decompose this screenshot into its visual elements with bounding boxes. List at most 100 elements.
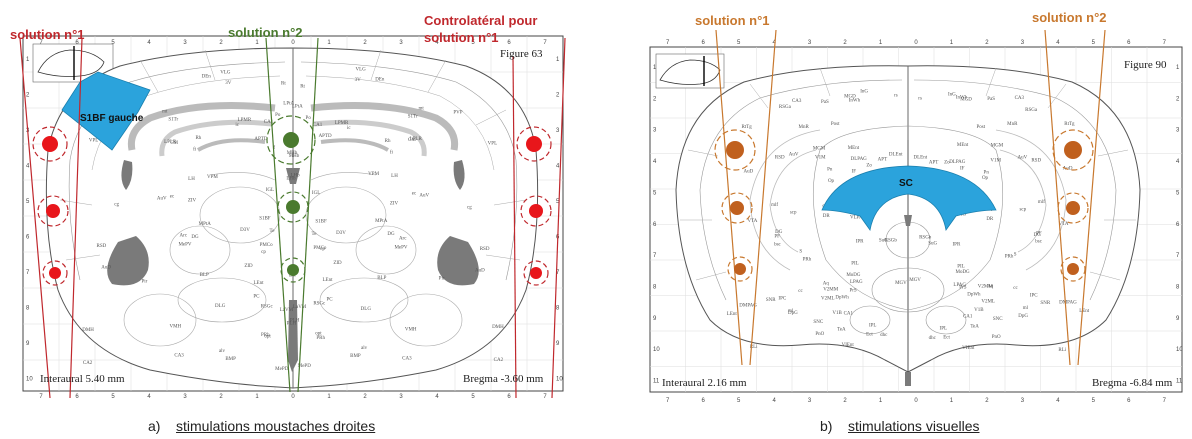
tick-label-left: 9 [26, 341, 30, 347]
atlas-region-label: SNR [1040, 301, 1050, 306]
atlas-region-label: CM [408, 138, 416, 143]
atlas-region-label: DMH [492, 325, 504, 330]
tick-label-bottom: 7 [666, 398, 670, 404]
atlas-region-label: PaS [987, 97, 995, 102]
tick-label-right: 8 [556, 305, 560, 311]
tick-label-top: 7 [39, 40, 43, 46]
atlas-region-label: DG [387, 232, 395, 237]
atlas-region-label: rs [918, 97, 922, 102]
atlas-region-label: IF [960, 167, 965, 172]
tick-label-bottom: 7 [543, 394, 547, 400]
atlas-region-label: S [1014, 253, 1017, 258]
atlas-region-label: PnO [815, 332, 824, 337]
atlas-region-label: DpG [788, 311, 798, 316]
atlas-region-label: VIEnt [962, 346, 975, 351]
atlas-region-label: D3V [240, 228, 250, 233]
tick-label-bottom: 2 [985, 398, 989, 404]
atlas-region-label: Rt [300, 84, 305, 89]
superior-colliculus-region [821, 165, 997, 231]
atlas-region-label: V2ML [981, 300, 995, 305]
solution1-label: solution n°1 [695, 13, 770, 28]
tick-label-left: 5 [26, 199, 30, 205]
atlas-region-label: mt [162, 110, 168, 115]
figure-number: Figure 90 [1124, 59, 1167, 71]
atlas-region-label: DMPAG [1059, 301, 1077, 306]
figure-number: Figure 63 [500, 48, 543, 60]
tick-label-left: 10 [653, 347, 660, 353]
atlas-region-label: VPM [368, 172, 379, 177]
atlas-region-label: LEnt [1079, 309, 1090, 314]
atlas-region-label: TeA [837, 328, 846, 333]
atlas-region-label: LPLR [164, 140, 177, 145]
atlas-region-label: LEnt [727, 312, 738, 317]
atlas-region-label: LPtA [292, 105, 303, 110]
atlas-region-label: Arc [399, 236, 407, 241]
atlas-region-label: MGM [813, 146, 826, 151]
atlas-region-label: ZIV [390, 202, 399, 207]
atlas-region-label: PF [1036, 232, 1042, 237]
tick-label-right: 1 [556, 57, 560, 63]
atlas-region-label: V2ML [821, 297, 835, 302]
tick-label-top: 0 [914, 40, 918, 46]
tick-label-top: 2 [363, 40, 367, 46]
tick-label-top: 3 [183, 40, 187, 46]
atlas-region-label: MePV [394, 246, 407, 251]
tick-label-left: 4 [653, 159, 657, 165]
solution2-label: solution n°2 [1032, 10, 1107, 25]
tick-label-bottom: 5 [737, 398, 741, 404]
atlas-region-label: VPM [207, 175, 218, 180]
atlas-region-label: DpWh [967, 293, 981, 298]
tick-label-left: 9 [653, 316, 657, 322]
atlas-region-label: DEn [375, 77, 385, 82]
atlas-region-label: alv [219, 349, 226, 354]
atlas-region-label: AuD [475, 269, 485, 274]
tick-label-bottom: 1 [327, 394, 331, 400]
tick-label-bottom: 5 [111, 394, 115, 400]
atlas-region-label: ml [788, 309, 794, 314]
atlas-region-label: AuV [789, 153, 799, 158]
atlas-region-label: DLEnt [913, 155, 927, 160]
atlas-region-label: AuV [1018, 156, 1028, 161]
atlas-region-label: IPR [953, 242, 961, 247]
s1bf-label: S1BF gauche [80, 113, 144, 124]
atlas-region-label: dhc [880, 333, 888, 338]
atlas-region-label: PaS [821, 100, 829, 105]
atlas-region-label: 3V [225, 81, 232, 86]
atlas-region-label: Pn [827, 168, 833, 173]
bregma-label: Bregma -3.60 mm [463, 373, 544, 385]
atlas-region-label: IPL [940, 327, 948, 332]
tick-label-bottom: 3 [399, 394, 403, 400]
atlas-region-label: mt [419, 107, 425, 112]
atlas-region-label: opt [264, 334, 271, 339]
atlas-region-label: PRh [261, 333, 270, 338]
atlas-region-label: LHb [286, 177, 296, 182]
atlas-region-label: IGL [312, 191, 320, 196]
bregma-label: Bregma -6.84 mm [1092, 377, 1173, 389]
atlas-region-label: APTD [254, 137, 267, 142]
tick-label-bottom: 3 [1021, 398, 1025, 404]
caption-b: b) stimulations visuelles [820, 418, 980, 434]
atlas-region-label: cc [1013, 286, 1018, 291]
atlas-region-label: S1Tr [168, 117, 178, 122]
atlas-region-label: opt [315, 331, 322, 336]
atlas-region-label: scp [1019, 208, 1026, 213]
tick-label-top: 1 [327, 40, 331, 46]
atlas-region-label: MnR [1007, 122, 1018, 127]
tick-label-top: 3 [808, 40, 812, 46]
atlas-region-label: MPtA [375, 219, 388, 224]
atlas-region-label: cg [467, 205, 472, 210]
contralateral-trajectory [512, 37, 566, 399]
atlas-region-label: V1M [990, 158, 1001, 163]
panel-a-whisker-stimulation: 7766554433221100112233445566771122334455… [0, 0, 580, 410]
tick-label-bottom: 2 [843, 398, 847, 404]
atlas-region-label: LPMR [238, 118, 252, 123]
tick-label-right: 7 [556, 270, 560, 276]
atlas-region-label: PrS [849, 289, 856, 294]
atlas-region-label: Pir [439, 276, 445, 281]
atlas-region-label: DLG [361, 307, 372, 312]
atlas-region-label: Ect [943, 335, 950, 340]
hippocampus [749, 129, 1067, 271]
atlas-region-label: LPLR [410, 137, 423, 142]
atlas-region-label: f [273, 146, 275, 151]
atlas-region-label: ic [235, 123, 239, 128]
